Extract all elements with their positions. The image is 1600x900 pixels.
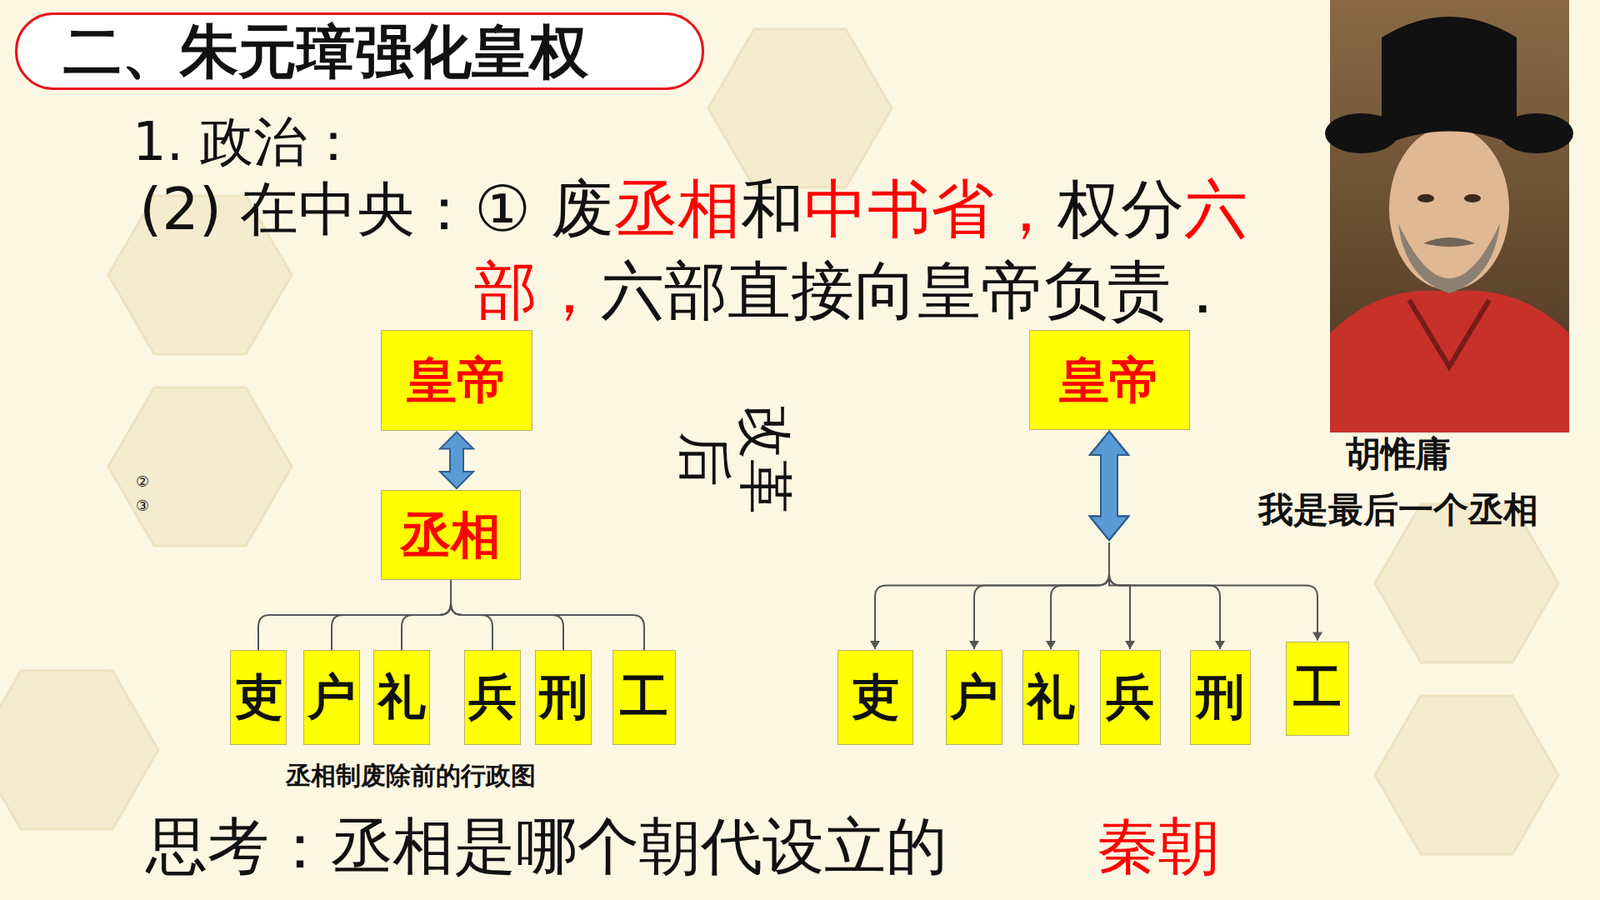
portrait-collar [1409,300,1490,367]
connector [1090,431,1225,650]
sentence-part: 中书省， [804,171,1058,246]
answer-text: 秦朝 [1096,810,1220,882]
yellow-box: 丞相 [380,490,521,580]
bracket-line [974,543,1110,650]
bracket-line [258,580,451,650]
bracket-line [1050,543,1110,650]
portrait-hat [1381,16,1517,146]
yellow-box: 刑 [1190,650,1251,745]
question-text: 思考：丞相是哪个朝代设立的 [145,810,948,882]
sentence-part: ① 废 [474,171,615,246]
hexagon [708,29,892,188]
block-arrow [1090,431,1129,540]
block-arrow [1090,431,1129,540]
box-text: 皇帝 [406,352,507,408]
bracket-line [1109,543,1130,650]
yellow-box: 皇帝 [380,330,533,431]
block-arrow [1090,431,1129,540]
bracket-line [331,580,451,650]
bracket-line [875,543,1110,650]
yellow-box: 礼 [1022,650,1080,745]
box-text: 户 [307,670,356,725]
hexagon-pattern [0,29,1559,855]
yellow-box: 吏 [230,650,287,745]
box-text: 兵 [1105,670,1155,725]
arrow-head [969,640,980,650]
yellow-box: 兵 [464,650,521,745]
yellow-box: 兵 [1100,650,1161,745]
bracket-line [1109,543,1220,650]
yellow-box: 户 [303,650,360,745]
connector [401,580,451,650]
section-heading: 1. 政治： [132,111,360,174]
portrait-moustache [1423,237,1475,247]
callout-number: ③ [135,497,150,515]
connector [450,580,645,650]
arrow-head [1312,632,1323,641]
box-text: 皇帝 [1059,352,1160,408]
box-text: 刑 [539,670,588,725]
hexagon [108,387,292,546]
subsection-heading: (2) 在中央： [139,175,474,244]
arrow-head [870,640,880,650]
yellow-box: 工 [612,650,676,745]
box-text: 刑 [1195,670,1245,725]
bracket-line [401,580,451,650]
connector [1090,431,1323,641]
arrow-head [1215,640,1225,650]
connector [331,580,451,650]
connector [440,432,474,490]
title-banner: 二、朱元璋强化皇权 [15,12,705,90]
box-text: 礼 [1026,670,1075,725]
sentence-part: 权分 [1057,171,1185,246]
portrait-name: 胡惟庸 [1345,434,1451,475]
block-arrow [1090,431,1129,540]
yellow-box: 皇帝 [1029,330,1190,430]
sentence-part: 六部直接向皇帝负责． [600,253,1235,328]
connector [969,431,1129,650]
connector [258,580,451,650]
yellow-box: 工 [1285,641,1350,736]
bracket-line [450,580,645,650]
box-text: 工 [620,670,669,725]
portrait-ground [1330,0,1570,433]
rotated-note: 改革后 [674,395,795,523]
portrait-face [1389,126,1510,290]
box-text: 吏 [234,670,283,725]
box-text: 礼 [377,670,426,725]
hexagon [0,670,159,830]
yellow-box: 户 [945,650,1003,745]
block-arrow [1090,431,1129,540]
portrait-robe [1330,290,1570,433]
block-arrow [440,432,474,490]
portrait-note: 我是最后一个丞相 [1258,490,1539,530]
callout-number: ② [135,473,150,491]
portrait [1325,0,1574,433]
connector [1045,431,1129,650]
diagram-caption: 丞相制废除前的行政图 [285,761,536,791]
yellow-box: 礼 [373,650,430,745]
connector [1090,431,1135,650]
box-text: 吏 [850,670,900,725]
portrait-beard [1398,223,1500,294]
portrait-eye [1417,194,1435,203]
portrait-eye [1464,194,1481,203]
arrow-head [1125,640,1135,650]
connector [870,431,1129,650]
sentence-part: 丞相 [614,171,741,246]
yellow-box: 刑 [535,650,592,745]
box-text: 工 [1293,661,1342,715]
hexagon [1375,695,1559,855]
box-text: 兵 [468,670,517,725]
sentence-part: 和 [740,171,805,246]
bracket-line [1109,543,1318,641]
arrow-head [1045,640,1056,650]
yellow-box: 吏 [837,650,914,745]
reform-sentence: ① 废丞相和中书省，权分六部，六部直接向皇帝负责． [474,168,1287,332]
box-text: 丞相 [400,507,501,563]
title-text: 二、朱元璋强化皇权 [63,22,589,81]
box-text: 户 [950,670,999,725]
block-arrow [1090,431,1129,540]
